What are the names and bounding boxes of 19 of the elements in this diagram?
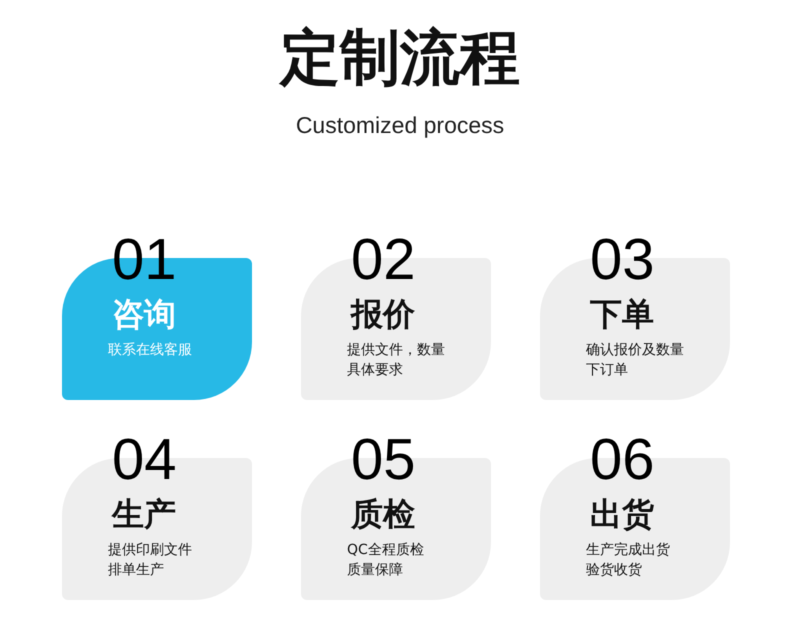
step-number: 04: [112, 430, 177, 490]
step-title: 出货: [590, 496, 654, 532]
step-description: 联系在线客服: [108, 341, 193, 360]
step-description: 生产完成出货验货收货: [586, 541, 671, 580]
step-description: 确认报价及数量下订单: [586, 341, 685, 380]
step-title: 生产: [112, 496, 176, 532]
step-title: 质检: [351, 496, 415, 532]
step-title: 咨询: [112, 296, 176, 332]
title: 定制流程: [278, 22, 521, 95]
step-number: 06: [590, 430, 655, 490]
subtitle: Customized process: [294, 112, 506, 139]
step-title: 下单: [590, 296, 654, 332]
step-number: 05: [351, 430, 416, 490]
step-title: 报价: [351, 296, 415, 332]
step-number: 03: [590, 230, 655, 290]
step-description: QC全程质检质量保障: [347, 541, 425, 580]
step-number: 02: [351, 230, 416, 290]
step-description: 提供印刷文件排单生产: [108, 541, 193, 580]
step-description: 提供文件，数量具体要求: [347, 341, 446, 380]
